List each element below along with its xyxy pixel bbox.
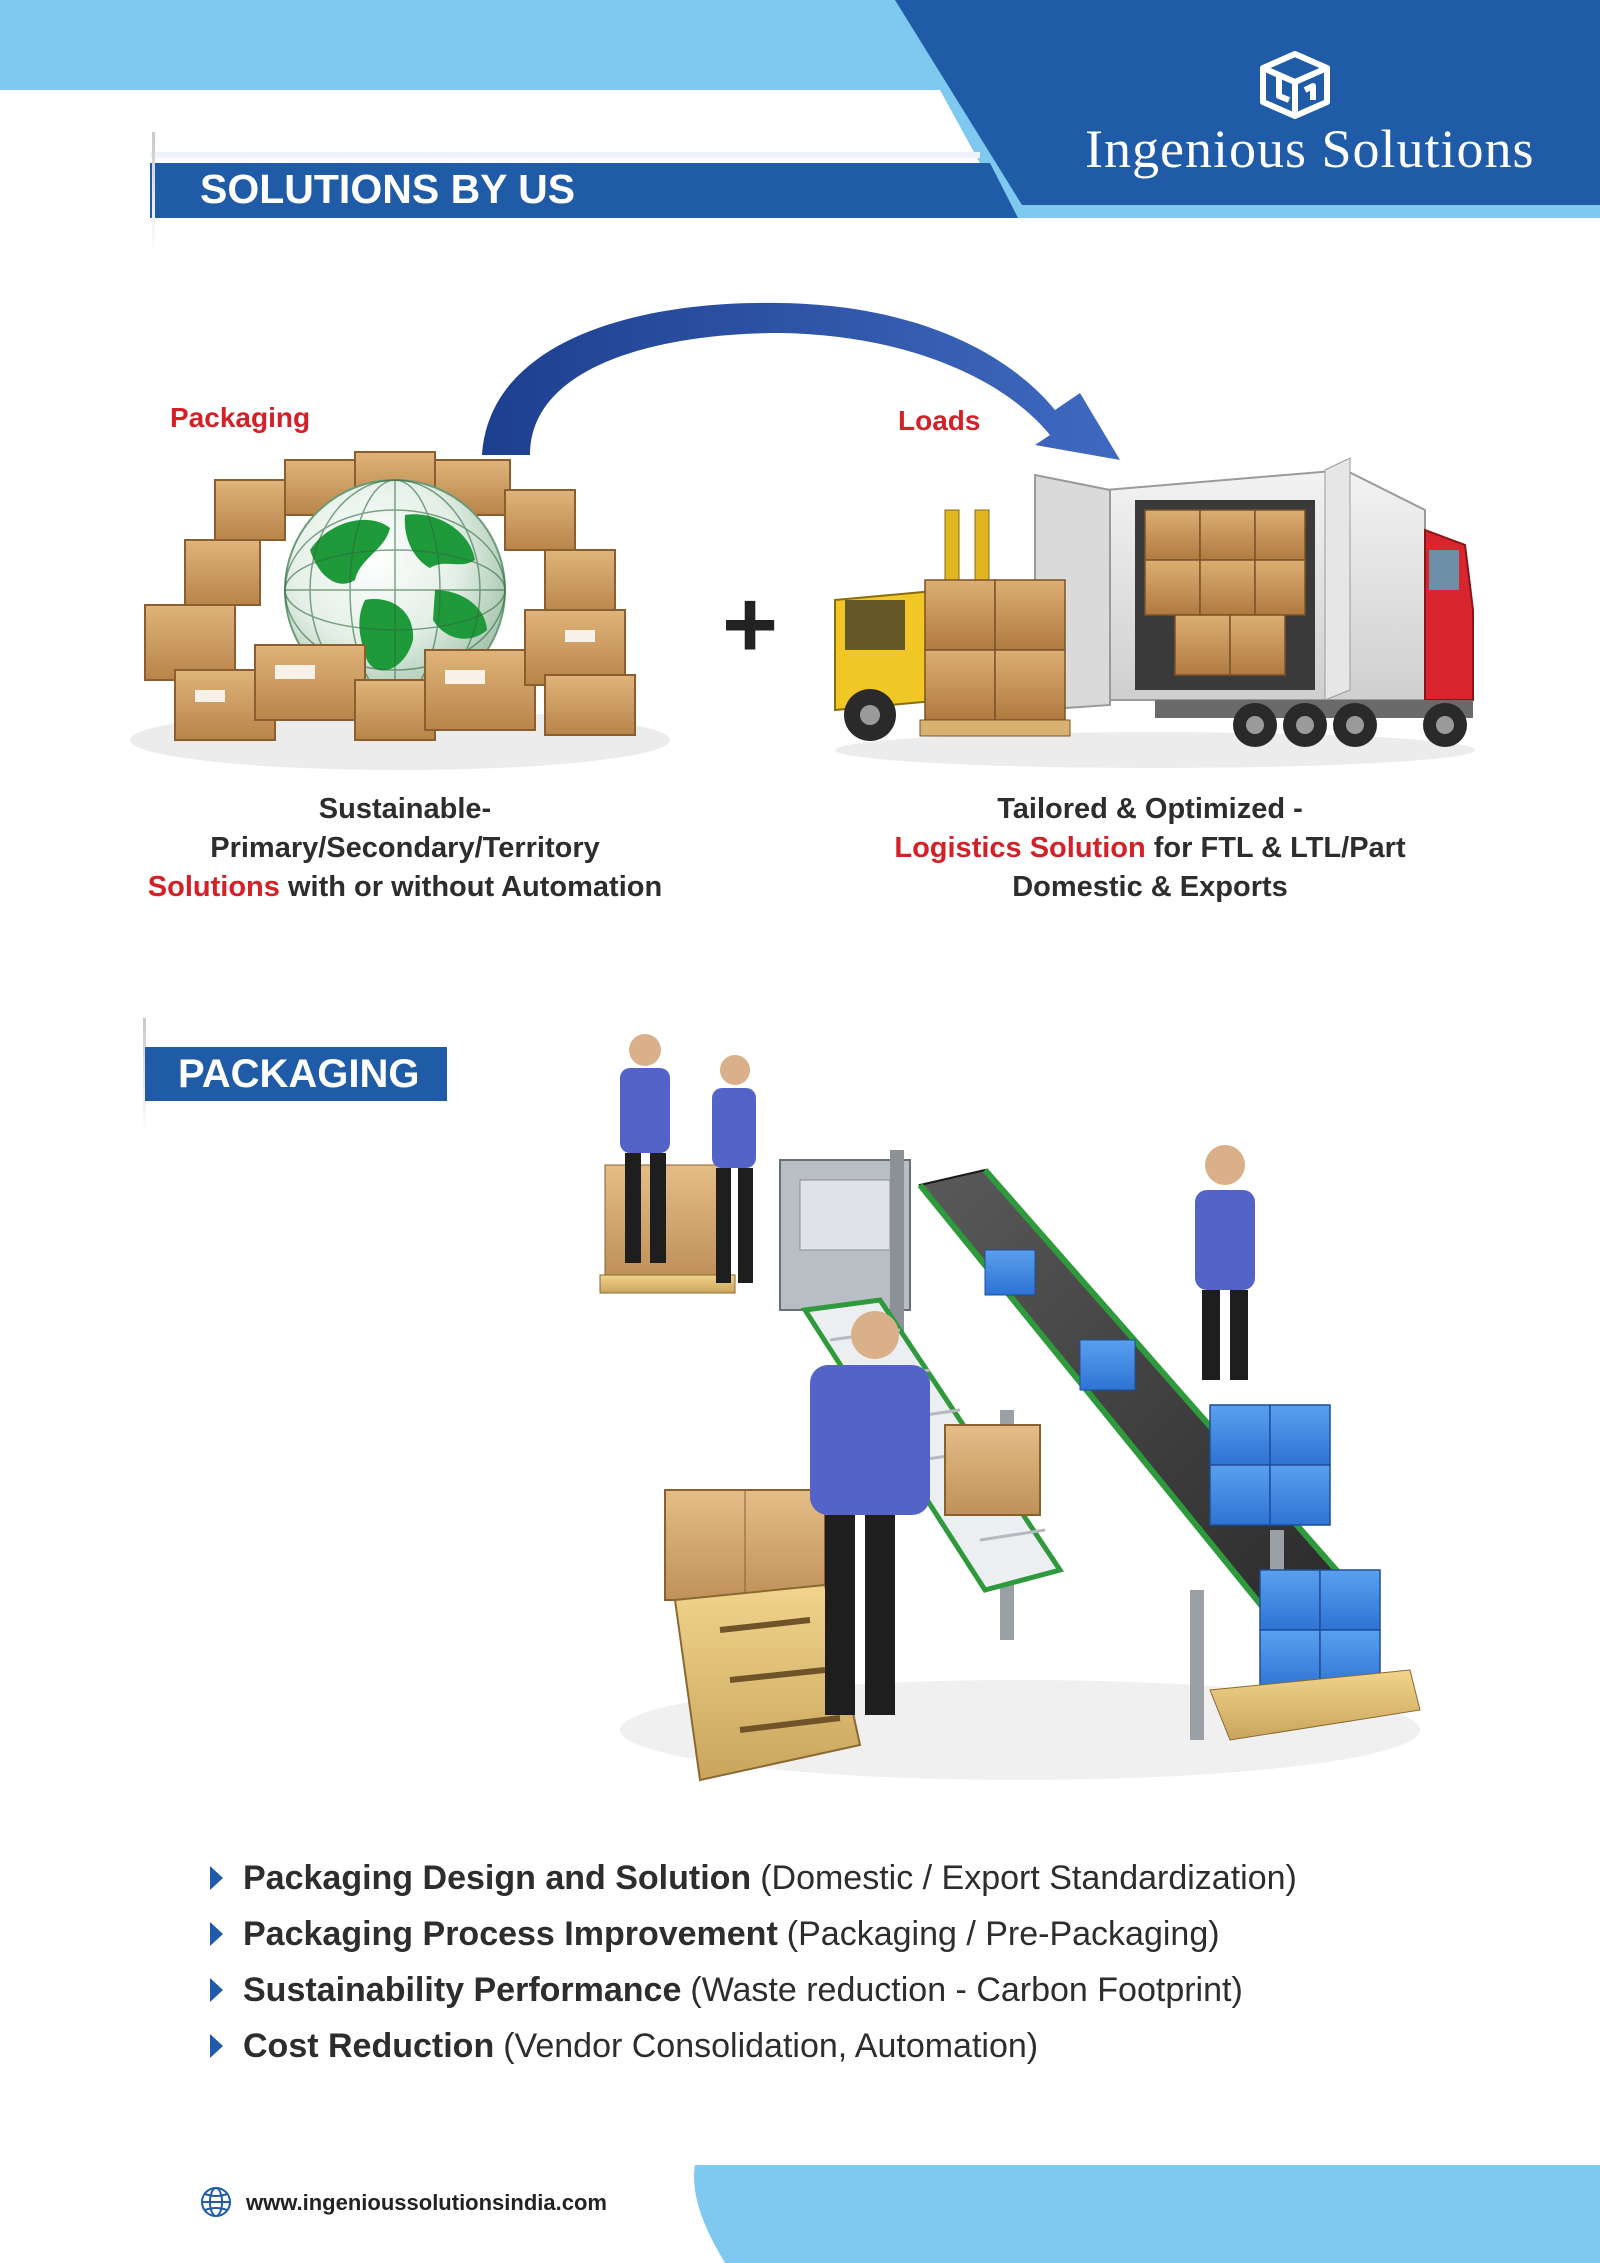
packaging-caption-rest: with or without Automation — [279, 871, 663, 903]
list-item: Packaging Process Improvement (Packaging… — [205, 1906, 1405, 1962]
packaging-caption-line3: Solutions with or without Automation — [145, 868, 665, 907]
header-banner — [0, 0, 1600, 218]
packaging-services-list: Packaging Design and Solution (Domestic … — [205, 1850, 1405, 2074]
loads-caption-highlight: Logistics Solution — [894, 832, 1146, 864]
list-item-title: Cost Reduction — [243, 2026, 495, 2065]
packaging-caption-line2: Primary/Secondary/Territory — [210, 832, 600, 864]
list-item-detail: (Waste reduction - Carbon Footprint) — [690, 1970, 1243, 2009]
loads-caption: Tailored & Optimized - Logistics Solutio… — [885, 790, 1415, 907]
packaging-caption-line1: Sustainable- — [318, 793, 492, 825]
caret-right-icon — [210, 1978, 223, 2002]
list-item-title: Packaging Process Improvement — [243, 1914, 778, 1953]
stacked-box-logo-icon — [1260, 51, 1330, 119]
loads-caption-rest: for FTL & LTL/Part — [1145, 832, 1406, 864]
list-item: Cost Reduction (Vendor Consolidation, Au… — [205, 2018, 1405, 2074]
caret-right-icon — [210, 1866, 223, 1890]
section-title-solutions: SOLUTIONS BY US — [200, 166, 576, 212]
packaging-accent-bar — [143, 1018, 146, 1133]
list-item-title: Packaging Design and Solution — [243, 1858, 752, 1897]
loads-caption-line2: Logistics Solution for FTL & LTL/Part — [885, 829, 1415, 868]
boxes-around-globe-illustration — [130, 451, 670, 770]
loads-label: Loads — [898, 405, 981, 436]
packaging-conveyor-line-illustration — [599, 1034, 1421, 1782]
list-item: Packaging Design and Solution (Domestic … — [205, 1850, 1405, 1906]
brand-name: Ingenious Solutions — [1085, 119, 1535, 179]
list-item-detail: (Vendor Consolidation, Automation) — [503, 2026, 1039, 2065]
loads-caption-line3: Domestic & Exports — [1012, 871, 1288, 903]
footer-banner — [694, 2165, 1600, 2263]
list-item-detail: (Domestic / Export Standardization) — [760, 1858, 1297, 1897]
caret-right-icon — [210, 2034, 223, 2058]
globe-icon[interactable] — [200, 2186, 232, 2218]
packaging-caption: Sustainable- Primary/Secondary/Territory… — [145, 790, 665, 907]
packaging-label: Packaging — [170, 402, 311, 433]
title-accent-bar — [152, 132, 155, 252]
list-item: Sustainability Performance (Waste reduct… — [205, 1962, 1405, 2018]
website-link[interactable]: www.ingenioussolutionsindia.com — [246, 2190, 607, 2215]
plus-sign: + — [721, 571, 779, 678]
curved-arrow-icon — [482, 302, 1120, 460]
list-item-title: Sustainability Performance — [243, 1970, 682, 2009]
packaging-title-box — [145, 1047, 447, 1101]
section-title-packaging: PACKAGING — [178, 1052, 420, 1096]
packaging-caption-highlight: Solutions — [147, 871, 280, 903]
loads-caption-line1: Tailored & Optimized - — [997, 793, 1303, 825]
list-item-detail: (Packaging / Pre-Packaging) — [786, 1914, 1220, 1953]
caret-right-icon — [210, 1922, 223, 1946]
forklift-loading-truck-illustration — [834, 457, 1475, 768]
